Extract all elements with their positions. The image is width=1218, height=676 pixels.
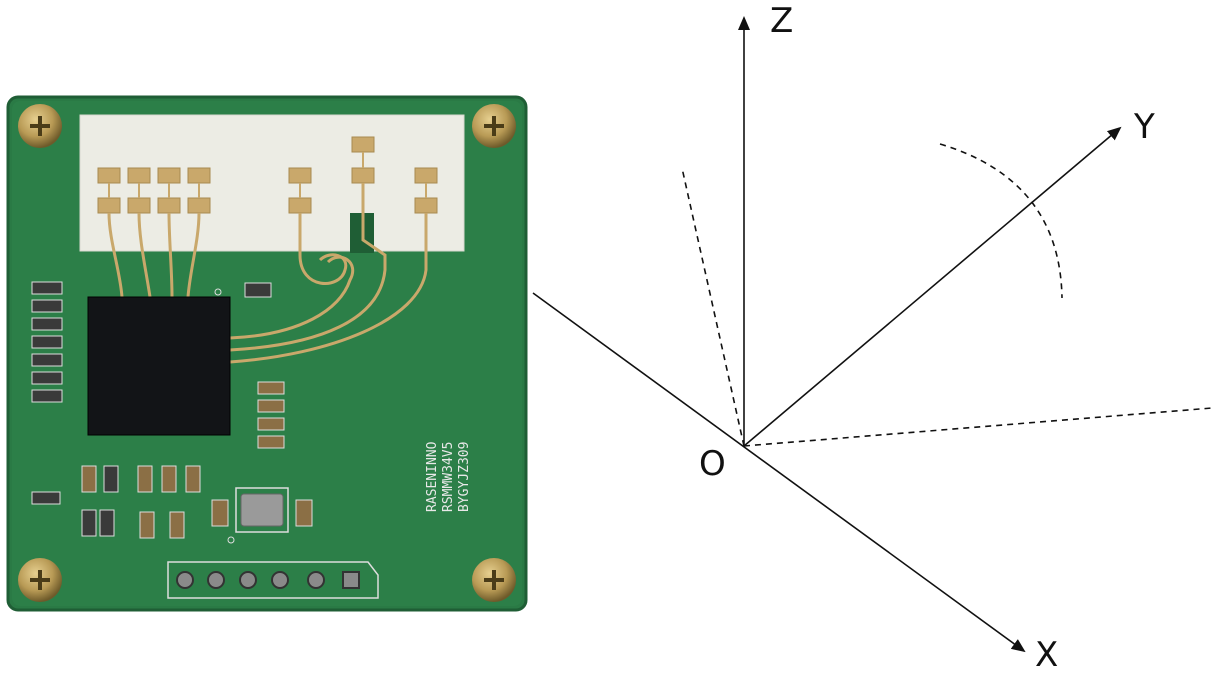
- screw-icon: [472, 104, 516, 148]
- y-axis: [743, 126, 1122, 447]
- silkscreen-text: RASENINNO RSMMW34V5 BYGYJZ309: [425, 441, 472, 512]
- radar-chip: [87, 296, 231, 436]
- coordinate-diagram: [532, 16, 1213, 653]
- feed-lines: [107, 183, 428, 364]
- patch-links: [108, 152, 427, 198]
- left-passive-components: [31, 281, 63, 505]
- dashed-elevation-line: [681, 167, 745, 447]
- bottom-components: [81, 465, 313, 544]
- dashed-azimuth-line: [743, 407, 1213, 447]
- y-axis-label: Y: [1133, 107, 1155, 147]
- dashed-angle-arc: [939, 143, 1063, 299]
- screw-icon: [472, 558, 516, 602]
- x-axis-label: X: [1035, 635, 1058, 675]
- right-passive-components: [244, 282, 285, 449]
- antenna-array: [79, 114, 465, 253]
- chip-pin1-marker: [214, 288, 222, 296]
- pin-header: [167, 561, 379, 599]
- mounting-screws: [18, 104, 516, 602]
- silkscreen-line-3: BYGYJZ309: [457, 442, 472, 512]
- origin-label: O: [699, 444, 726, 484]
- silkscreen-line-2: RSMMW34V5: [441, 442, 456, 512]
- screw-icon: [18, 558, 62, 602]
- silkscreen-line-1: RASENINNO: [425, 441, 440, 512]
- axis-labels: Z Y X O: [699, 1, 1155, 675]
- z-axis-label: Z: [770, 1, 793, 41]
- radar-pcb-board: RASENINNO RSMMW34V5 BYGYJZ309: [6, 95, 528, 612]
- x-axis: [532, 292, 1026, 653]
- crystal-oscillator: [235, 487, 289, 533]
- screw-icon: [18, 104, 62, 148]
